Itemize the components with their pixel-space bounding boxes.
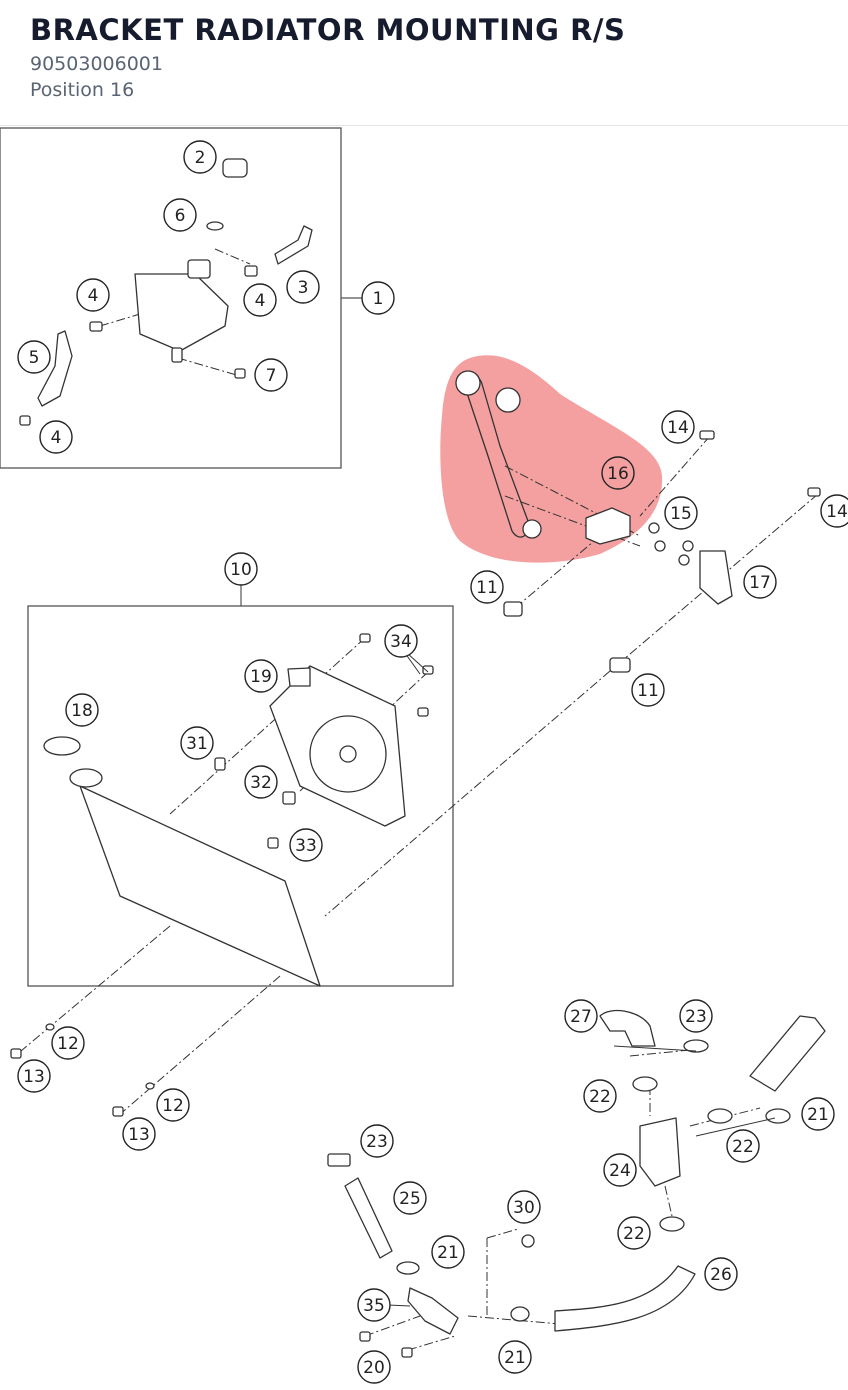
callout-label: 33 bbox=[295, 836, 317, 856]
callout-4: 4 bbox=[243, 283, 277, 317]
callout-31: 31 bbox=[180, 726, 214, 760]
callout-label: 17 bbox=[749, 573, 771, 593]
callout-label: 32 bbox=[250, 773, 272, 793]
callout-label: 24 bbox=[609, 1161, 631, 1181]
callout-12: 12 bbox=[156, 1088, 190, 1122]
callout-label: 26 bbox=[710, 1265, 732, 1285]
callout-label: 3 bbox=[298, 278, 309, 298]
callout-33: 33 bbox=[289, 828, 323, 862]
callout-21: 21 bbox=[498, 1340, 532, 1374]
callout-3: 3 bbox=[286, 270, 320, 304]
callout-label: 5 bbox=[29, 348, 40, 368]
callout-17: 17 bbox=[743, 565, 777, 599]
callout-label: 18 bbox=[71, 701, 93, 721]
callout-21: 21 bbox=[431, 1235, 465, 1269]
callout-label: 34 bbox=[390, 632, 412, 652]
callout-20: 20 bbox=[357, 1350, 391, 1384]
callout-label: 19 bbox=[250, 667, 272, 687]
callout-16: 16 bbox=[601, 456, 635, 490]
callout-26: 26 bbox=[704, 1257, 738, 1291]
callout-label: 25 bbox=[399, 1189, 421, 1209]
callout-label: 14 bbox=[826, 502, 848, 522]
callout-label: 11 bbox=[637, 681, 659, 701]
callout-11: 11 bbox=[631, 673, 665, 707]
callout-2: 2 bbox=[183, 140, 217, 174]
callout-22: 22 bbox=[726, 1129, 760, 1163]
callout-label: 35 bbox=[363, 1296, 385, 1316]
callout-32: 32 bbox=[244, 765, 278, 799]
callout-27: 27 bbox=[564, 999, 598, 1033]
callout-label: 22 bbox=[623, 1224, 645, 1244]
callout-14: 14 bbox=[661, 410, 695, 444]
callout-label: 12 bbox=[162, 1096, 184, 1116]
callout-22: 22 bbox=[583, 1079, 617, 1113]
callout-15: 15 bbox=[664, 496, 698, 530]
callout-label: 16 bbox=[607, 464, 629, 484]
callout-label: 22 bbox=[589, 1087, 611, 1107]
callout-label: 11 bbox=[476, 578, 498, 598]
callout-label: 13 bbox=[23, 1067, 45, 1087]
callout-24: 24 bbox=[603, 1153, 637, 1187]
callout-label: 13 bbox=[128, 1125, 150, 1145]
callout-35: 35 bbox=[357, 1288, 391, 1322]
callout-7: 7 bbox=[254, 358, 288, 392]
callout-label: 31 bbox=[186, 734, 208, 754]
callout-1: 1 bbox=[361, 281, 395, 315]
callout-4: 4 bbox=[76, 278, 110, 312]
callout-label: 23 bbox=[685, 1007, 707, 1027]
callout-label: 2 bbox=[195, 148, 206, 168]
callout-14: 14 bbox=[820, 494, 848, 528]
callout-30: 30 bbox=[507, 1190, 541, 1224]
callout-label: 4 bbox=[51, 428, 62, 448]
callout-label: 21 bbox=[437, 1243, 459, 1263]
callout-label: 4 bbox=[255, 291, 266, 311]
callout-label: 6 bbox=[175, 206, 186, 226]
callout-23: 23 bbox=[679, 999, 713, 1033]
part-number: 90503006001 bbox=[30, 53, 163, 75]
callout-label: 10 bbox=[230, 560, 252, 580]
callout-6: 6 bbox=[163, 198, 197, 232]
callout-label: 27 bbox=[570, 1007, 592, 1027]
callout-34: 34 bbox=[384, 624, 418, 658]
callout-label: 12 bbox=[57, 1034, 79, 1054]
callout-22: 22 bbox=[617, 1216, 651, 1250]
callout-10: 10 bbox=[224, 552, 258, 586]
callout-11: 11 bbox=[470, 570, 504, 604]
callout-label: 21 bbox=[807, 1105, 829, 1125]
callout-label: 30 bbox=[513, 1198, 535, 1218]
part-header: BRACKET RADIATOR MOUNTING R/S 9050300600… bbox=[0, 0, 848, 126]
callout-25: 25 bbox=[393, 1181, 427, 1215]
callout-label: 21 bbox=[504, 1348, 526, 1368]
callout-label: 14 bbox=[667, 418, 689, 438]
callout-13: 13 bbox=[122, 1117, 156, 1151]
callout-label: 20 bbox=[363, 1358, 385, 1378]
callout-18: 18 bbox=[65, 693, 99, 727]
callout-23: 23 bbox=[360, 1124, 394, 1158]
callout-label: 7 bbox=[266, 366, 277, 386]
callout-13: 13 bbox=[17, 1059, 51, 1093]
callout-5: 5 bbox=[17, 340, 51, 374]
callout-label: 4 bbox=[88, 286, 99, 306]
callout-label: 23 bbox=[366, 1132, 388, 1152]
part-title: BRACKET RADIATOR MOUNTING R/S bbox=[30, 13, 626, 47]
callout-19: 19 bbox=[244, 659, 278, 693]
callout-label: 15 bbox=[670, 504, 692, 524]
callout-12: 12 bbox=[51, 1026, 85, 1060]
callout-label: 22 bbox=[732, 1137, 754, 1157]
part-position: Position 16 bbox=[30, 79, 135, 101]
callout-label: 1 bbox=[373, 289, 384, 309]
callout-21: 21 bbox=[801, 1097, 835, 1131]
callout-4: 4 bbox=[39, 420, 73, 454]
